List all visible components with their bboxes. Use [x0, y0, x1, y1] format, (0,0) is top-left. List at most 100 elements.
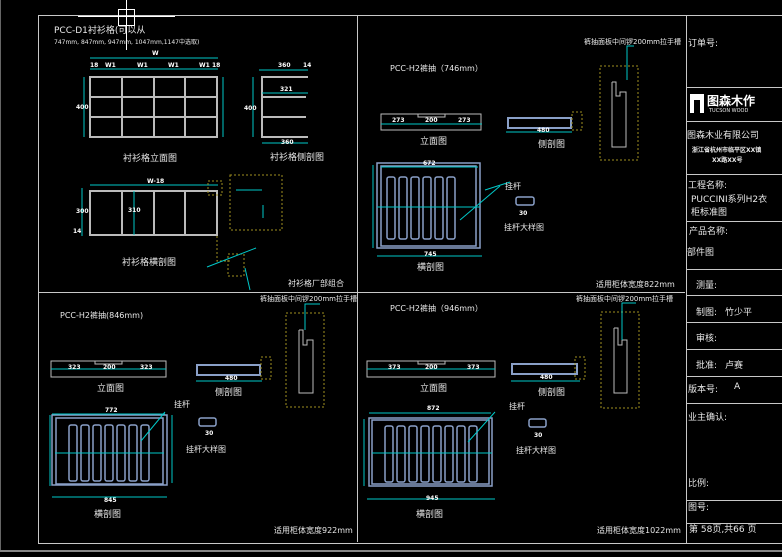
- h2-746-rod-detail-label: 挂杆大样图: [504, 223, 544, 232]
- d1-side-dim-top: 360: [278, 62, 291, 69]
- d1-detail-boxes: [207, 174, 283, 277]
- h2-746-handle-detail: [611, 81, 627, 148]
- h2-946-rod-detail-label: 挂杆大样图: [516, 446, 556, 455]
- h2-846-elev-seg: 200: [103, 364, 116, 371]
- d1-dim-seg: 18: [90, 62, 99, 69]
- h2-946-rod-label: 挂杆: [509, 402, 525, 411]
- tb-drawn-value: 竹少平: [725, 308, 753, 318]
- panel-divider-vertical: [357, 15, 358, 542]
- d1-cross-section-label: 衬衫格横剖图: [122, 258, 177, 268]
- tb-drawing-no-label: 图号:: [688, 503, 710, 513]
- tb-product-value: 部件图: [687, 248, 715, 258]
- d1-elevation-dims: [83, 57, 224, 137]
- drawing-area-frame: [38, 15, 687, 544]
- tb-version-value: A: [734, 382, 741, 392]
- h2-946-elev-seg: 373: [388, 364, 401, 371]
- tb-project-value-2: 柜标准图: [691, 208, 728, 218]
- h2-846-elev-seg: 323: [140, 364, 153, 371]
- h2-946-callout: 裤抽面板中间锣200mm拉手槽: [576, 295, 673, 303]
- h2-946-side-length: 480: [540, 374, 553, 381]
- h2-946-rod-width: 30: [534, 432, 543, 439]
- d1-detail-label: 衬衫格厂部组合: [288, 279, 344, 288]
- tb-review-label: 审核:: [696, 334, 718, 344]
- d1-side-dim-top-right: 14: [303, 62, 312, 69]
- d1-title: PCC-D1衬衫格(可以从: [54, 26, 146, 36]
- d1-side-view: [261, 76, 308, 138]
- tb-version-cell: [686, 377, 782, 404]
- h2-946-title: PCC-H2裤抽（946mm）: [390, 304, 483, 313]
- tb-survey-label: 测量:: [696, 281, 718, 291]
- d1-dim-height: 400: [76, 104, 89, 111]
- tb-company-cell: [686, 122, 782, 175]
- d1-cross-dim-height: 300: [76, 208, 89, 215]
- d1-elevation-label: 衬衫格立面图: [123, 154, 178, 164]
- h2-846-bottom-width: 845: [104, 497, 117, 504]
- h2-746-cross-label: 横剖图: [417, 263, 445, 273]
- d1-dim-overall: W: [152, 50, 159, 57]
- h2-846-rod-width: 30: [205, 430, 214, 437]
- tb-logo-cell: [686, 88, 782, 122]
- tb-project-cell: [686, 175, 782, 222]
- h2-846-side-length: 480: [225, 375, 238, 382]
- d1-side-dim-height: 400: [244, 105, 257, 112]
- h2-746-title: PCC-H2裤抽（746mm）: [390, 64, 483, 73]
- tb-order-cell: [686, 15, 782, 88]
- tb-order-label: 订单号:: [688, 39, 719, 49]
- tb-drawn-cell: [686, 296, 782, 323]
- h2-846-side-label: 侧剖图: [215, 388, 243, 398]
- tb-project-value-1: PUCCINI系列H2衣: [691, 195, 768, 205]
- tb-owner-label: 业主确认:: [688, 413, 728, 423]
- d1-cross-dim-bottom-left: 14: [73, 228, 82, 235]
- h2-746-elev-seg: 273: [392, 117, 405, 124]
- tb-version-label: 版本号:: [688, 385, 719, 395]
- left-border-line: [0, 0, 1, 550]
- tb-product-label: 产品名称:: [689, 227, 729, 237]
- d1-side-dim-bottom: 360: [281, 139, 294, 146]
- h2-746-side-label: 侧剖图: [538, 140, 566, 150]
- tb-product-cell: [686, 222, 782, 270]
- h2-846-title: PCC-H2裤抽(846mm): [60, 311, 144, 320]
- logo-cn: 图森木作: [707, 94, 756, 108]
- h2-846-cross-label: 横剖图: [94, 510, 122, 520]
- h2-946-top-width: 872: [427, 405, 440, 412]
- tb-approve-value: 卢赛: [725, 361, 744, 371]
- d1-subtitle: 747mm, 847mm, 947mm, 1047mm,1147中选取): [54, 39, 200, 46]
- h2-746-rod-width: 30: [519, 210, 528, 217]
- d1-side-dim-inner: 321: [280, 86, 293, 93]
- h2-746-footer: 适用柜体宽度822mm: [596, 280, 675, 289]
- h2-946-bottom-width: 945: [426, 495, 439, 502]
- tb-address-1: 浙江省杭州市临平区XX镇: [692, 147, 762, 154]
- h2-846-elev-seg: 323: [68, 364, 81, 371]
- h2-746-side-length: 480: [537, 127, 550, 134]
- tb-review-cell: [686, 323, 782, 350]
- h2-746-rod-label: 挂杆: [505, 182, 521, 191]
- tb-survey-cell: [686, 270, 782, 296]
- tb-approve-cell: [686, 350, 782, 377]
- h2-846-top-width: 772: [105, 407, 118, 414]
- tb-approve-label: 批准:: [696, 361, 718, 371]
- d1-dim-seg: 18: [212, 62, 221, 69]
- d1-dim-seg: W1: [137, 62, 148, 69]
- h2-746-elev-seg: 273: [458, 117, 471, 124]
- h2-946-elev-seg: 200: [425, 364, 438, 371]
- tb-project-label: 工程名称:: [688, 181, 728, 191]
- tb-company: 图森木业有限公司: [687, 131, 760, 141]
- tb-drawn-label: 制图:: [696, 308, 718, 318]
- h2-746-elevation-label: 立面图: [420, 137, 448, 147]
- h2-846-rod-label: 挂杆: [174, 400, 190, 409]
- h2-846-callout: 裤抽面板中间锣200mm拉手槽: [260, 295, 357, 303]
- d1-cross-dim-top: W-18: [147, 178, 165, 185]
- d1-dim-seg: W1: [168, 62, 179, 69]
- d1-elevation-view: [89, 76, 218, 138]
- h2-946-side-label: 侧剖图: [538, 388, 566, 398]
- h2-846-rod-detail-label: 挂杆大样图: [186, 445, 226, 454]
- h2-946-footer: 适用柜体宽度1022mm: [597, 526, 681, 535]
- logo-icon-notch: [694, 100, 700, 114]
- panel-divider-horizontal: [38, 292, 685, 293]
- d1-dim-seg: W1: [199, 62, 210, 69]
- tb-owner-cell: [686, 404, 782, 501]
- d1-dim-seg: W1: [105, 62, 116, 69]
- h2-746-elev-seg: 200: [425, 117, 438, 124]
- h2-946-cross-label: 横剖图: [416, 510, 444, 520]
